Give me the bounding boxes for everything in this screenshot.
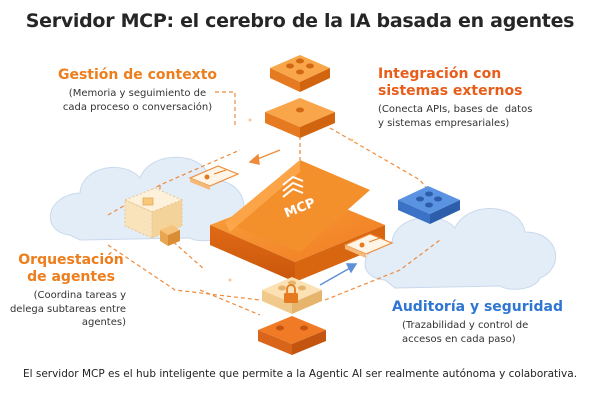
lego-brick-icon xyxy=(398,186,460,224)
description-line: agentes) xyxy=(81,317,126,328)
footer-caption: El servidor MCP es el hub inteligente qu… xyxy=(22,368,578,380)
lego-brick-icon xyxy=(265,98,335,138)
section-heading: Integración con sistemas externos xyxy=(378,66,588,100)
section-context-management: Gestión de contexto (Memoria y seguimien… xyxy=(55,67,220,114)
lego-brick-icon xyxy=(270,55,330,92)
lego-brick-icon xyxy=(258,316,326,355)
section-heading: Orquestación de agentes xyxy=(6,252,136,286)
section-heading: Auditoría y seguridad xyxy=(392,299,563,315)
heading-line: de agentes xyxy=(27,269,115,285)
document-icon xyxy=(123,187,184,246)
heading-line: sistemas externos xyxy=(378,83,523,99)
lego-brick-icon xyxy=(262,277,322,314)
description-line: accesos en cada paso) xyxy=(402,333,516,345)
cloud-icon xyxy=(364,208,557,290)
section-heading: Gestión de contexto xyxy=(57,67,218,83)
lock-icon xyxy=(284,284,298,303)
section-external-integration: Integración con sistemas externos (Conec… xyxy=(378,66,588,130)
description-line: cada proceso o conversación) xyxy=(62,101,213,113)
description-line: delega subtareas entre xyxy=(9,303,126,315)
page-title: Servidor MCP: el cerebro de la IA basada… xyxy=(25,10,575,32)
description-line: (Conecta APIs, bases de datos xyxy=(378,104,533,115)
section-description: (Memoria y seguimiento de cada proceso o… xyxy=(55,87,220,114)
description-line: (Memoria y seguimiento de xyxy=(68,88,207,99)
id-card-icon xyxy=(343,233,394,258)
section-description: (Conecta APIs, bases de datos y sistemas… xyxy=(378,103,588,130)
section-description: (Trazabilidad y control de accesos en ca… xyxy=(392,319,592,346)
description-line: (Trazabilidad y control de xyxy=(402,320,529,331)
description-line: (Coordina tareas y xyxy=(33,290,126,301)
heading-line: Integración con xyxy=(378,66,502,82)
description-line: y sistemas empresariales) xyxy=(378,117,510,129)
mcp-chip-icon xyxy=(210,160,385,282)
section-audit-security: Auditoría y seguridad (Trazabilidad y co… xyxy=(392,299,592,346)
section-agent-orchestration: Orquestación de agentes (Coordina tareas… xyxy=(6,252,136,330)
section-description: (Coordina tareas y delega subtareas entr… xyxy=(6,289,136,330)
heading-line: Orquestación xyxy=(18,252,124,268)
id-card-icon xyxy=(188,165,240,190)
